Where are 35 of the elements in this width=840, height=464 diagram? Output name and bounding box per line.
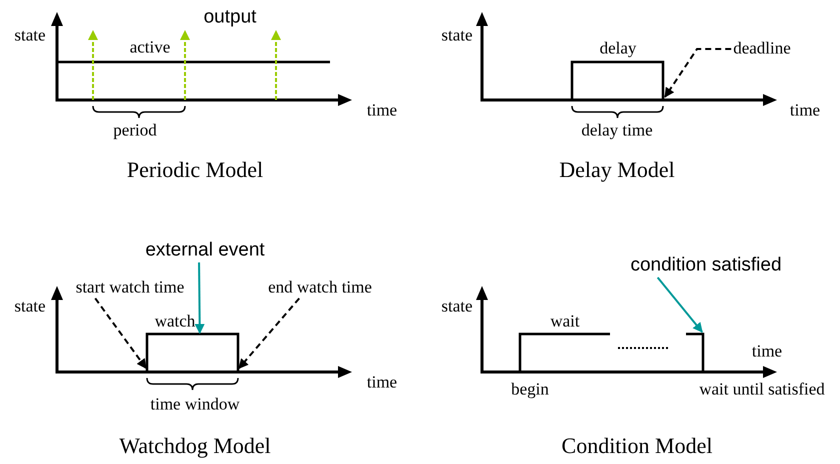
- axis-label: time: [366, 102, 398, 120]
- pulse-waveform: [686, 332, 704, 372]
- callout-label: deadline: [733, 40, 791, 58]
- axis-label: state: [441, 26, 473, 46]
- brace-label: time window: [150, 396, 240, 414]
- signal-label: watch: [154, 312, 196, 332]
- model-caption: Condition Model: [562, 434, 712, 458]
- axis-label: time: [366, 374, 398, 392]
- model-caption: Watchdog Model: [119, 434, 271, 458]
- callout-label: end watch time: [268, 278, 372, 298]
- axis-label: time: [790, 102, 820, 120]
- pulse-waveform: [570, 60, 664, 100]
- callout-label: external event: [145, 240, 265, 262]
- leader-line: [664, 48, 732, 98]
- callout-label: condition satisfied: [630, 256, 782, 276]
- signal-label: output: [204, 8, 256, 28]
- axis-label: state: [441, 298, 473, 316]
- brace-label: period: [113, 122, 157, 140]
- axis-label: state: [14, 26, 46, 46]
- axis-label: time: [752, 342, 782, 362]
- signal-label: wait: [550, 312, 580, 332]
- event-label: wait until satisfied: [699, 380, 825, 400]
- leader-line: [194, 262, 205, 334]
- brace-label: delay time: [581, 122, 653, 140]
- leader-line: [656, 276, 703, 333]
- pulse-waveform: [146, 332, 240, 372]
- leader-line: [238, 298, 300, 369]
- model-caption: Periodic Model: [126, 158, 264, 182]
- callout-label: start watch time: [76, 278, 184, 298]
- signal-label: delay: [600, 40, 636, 58]
- event-label: begin: [511, 380, 549, 400]
- axis-label: state: [14, 298, 46, 316]
- signal-label: active: [130, 38, 170, 58]
- leader-line: [94, 298, 147, 369]
- model-caption: Delay Model: [559, 158, 675, 182]
